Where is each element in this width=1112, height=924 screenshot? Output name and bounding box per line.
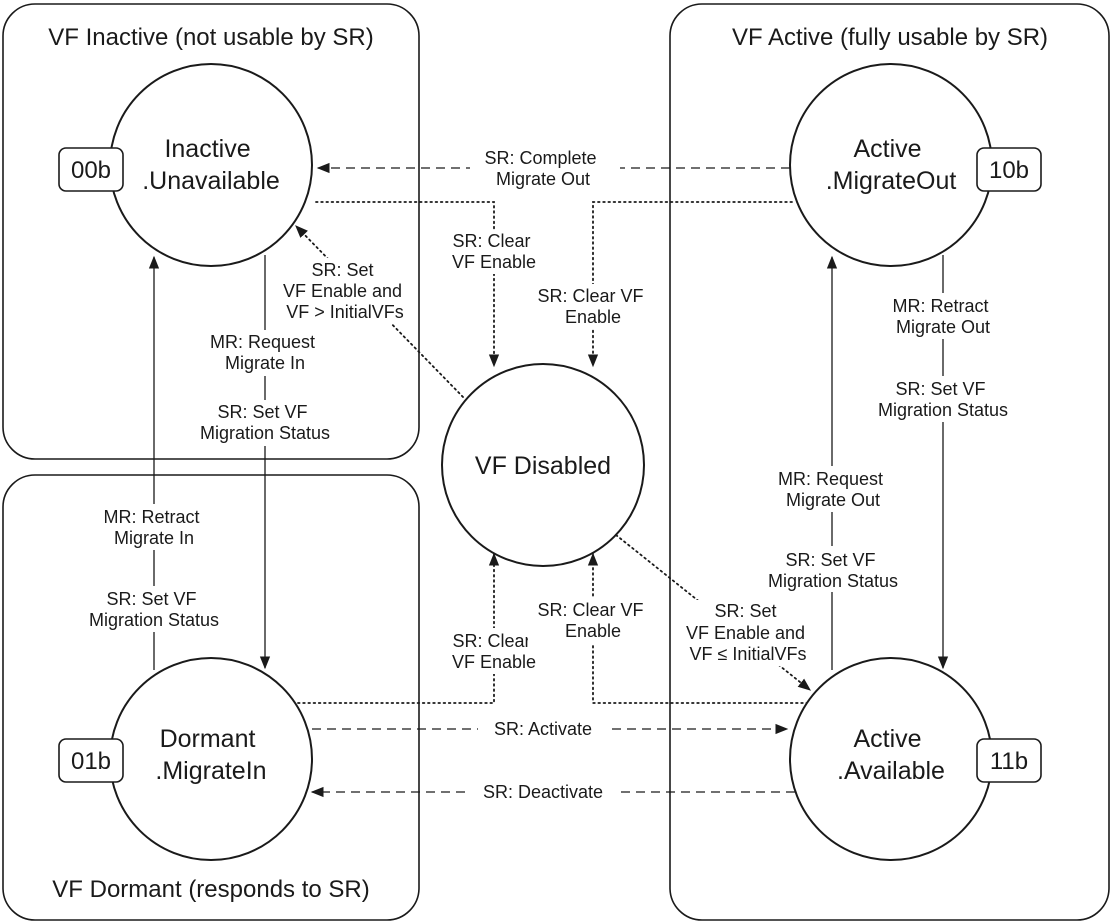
label-set-migration-status-c: SR: Set VF Migration Status [878, 379, 1008, 420]
state-code-11b: 11b [990, 748, 1028, 775]
state-code-10b: 10b [989, 157, 1029, 184]
state-vf-disabled: VF Disabled [441, 363, 645, 567]
label-request-migrate-out: MR: Request Migrate Out [778, 469, 888, 510]
arrow-inactive-to-disabled [315, 201, 500, 368]
state-inactive-unavailable: Inactive .Unavailable 00b [58, 63, 313, 267]
state-active-migrateout: Active .MigrateOut 10b [789, 63, 1042, 267]
svg-text:Dormant .MigrateIn: Dormant .MigrateIn [155, 725, 266, 785]
state-dormant-migratein: Dormant .MigrateIn 01b [58, 657, 313, 861]
svg-text:Inactive .Unavailable: Inactive .Unavailable [142, 135, 280, 195]
group-box-active [669, 3, 1110, 921]
label-clear-vf-enable-c: SR: Clear VF Enable [537, 600, 648, 641]
label-activate: SR: Activate [494, 719, 592, 739]
state-code-01b: 01b [71, 748, 111, 775]
svg-text:Active .MigrateOut: Active .MigrateOut [826, 135, 957, 195]
label-set-vf-enable-gt: SR: Set VF Enable and VF > InitialVFs [283, 260, 407, 322]
label-request-migrate-in: MR: Request Migrate In [210, 332, 320, 373]
group-box-dormant [2, 474, 420, 921]
label-set-migration-status-b: SR: Set VF Migration Status [89, 589, 219, 630]
label-complete-migrate-out: SR: Complete Migrate Out [484, 148, 601, 189]
label-retract-migrate-in: MR: Retract Migrate In [103, 507, 204, 548]
group-title-inactive: VF Inactive (not usable by SR) [48, 24, 373, 51]
label-set-vf-enable-le: SR: Set VF Enable and VF ≤ InitialVFs [686, 601, 810, 664]
svg-text:Active .Available: Active .Available [837, 725, 945, 785]
label-set-migration-status-d: SR: Set VF Migration Status [768, 550, 898, 591]
group-title-dormant: VF Dormant (responds to SR) [52, 876, 369, 903]
state-code-00b: 00b [71, 157, 111, 184]
label-deactivate: SR: Deactivate [483, 782, 603, 802]
label-set-migration-status-a: SR: Set VF Migration Status [200, 402, 330, 443]
group-box-inactive [2, 3, 420, 460]
svg-text:VF Disabled: VF Disabled [475, 452, 611, 480]
label-clear-vf-enable-d: SR: Clear VF Enable [452, 631, 536, 672]
label-clear-vf-enable-b: SR: Clear VF Enable [537, 286, 648, 327]
label-clear-vf-enable-a: SR: Clear VF Enable [452, 231, 536, 272]
group-title-active: VF Active (fully usable by SR) [732, 24, 1048, 51]
label-retract-migrate-out: MR: Retract Migrate Out [892, 296, 993, 337]
state-active-available: Active .Available 11b [789, 657, 1042, 861]
